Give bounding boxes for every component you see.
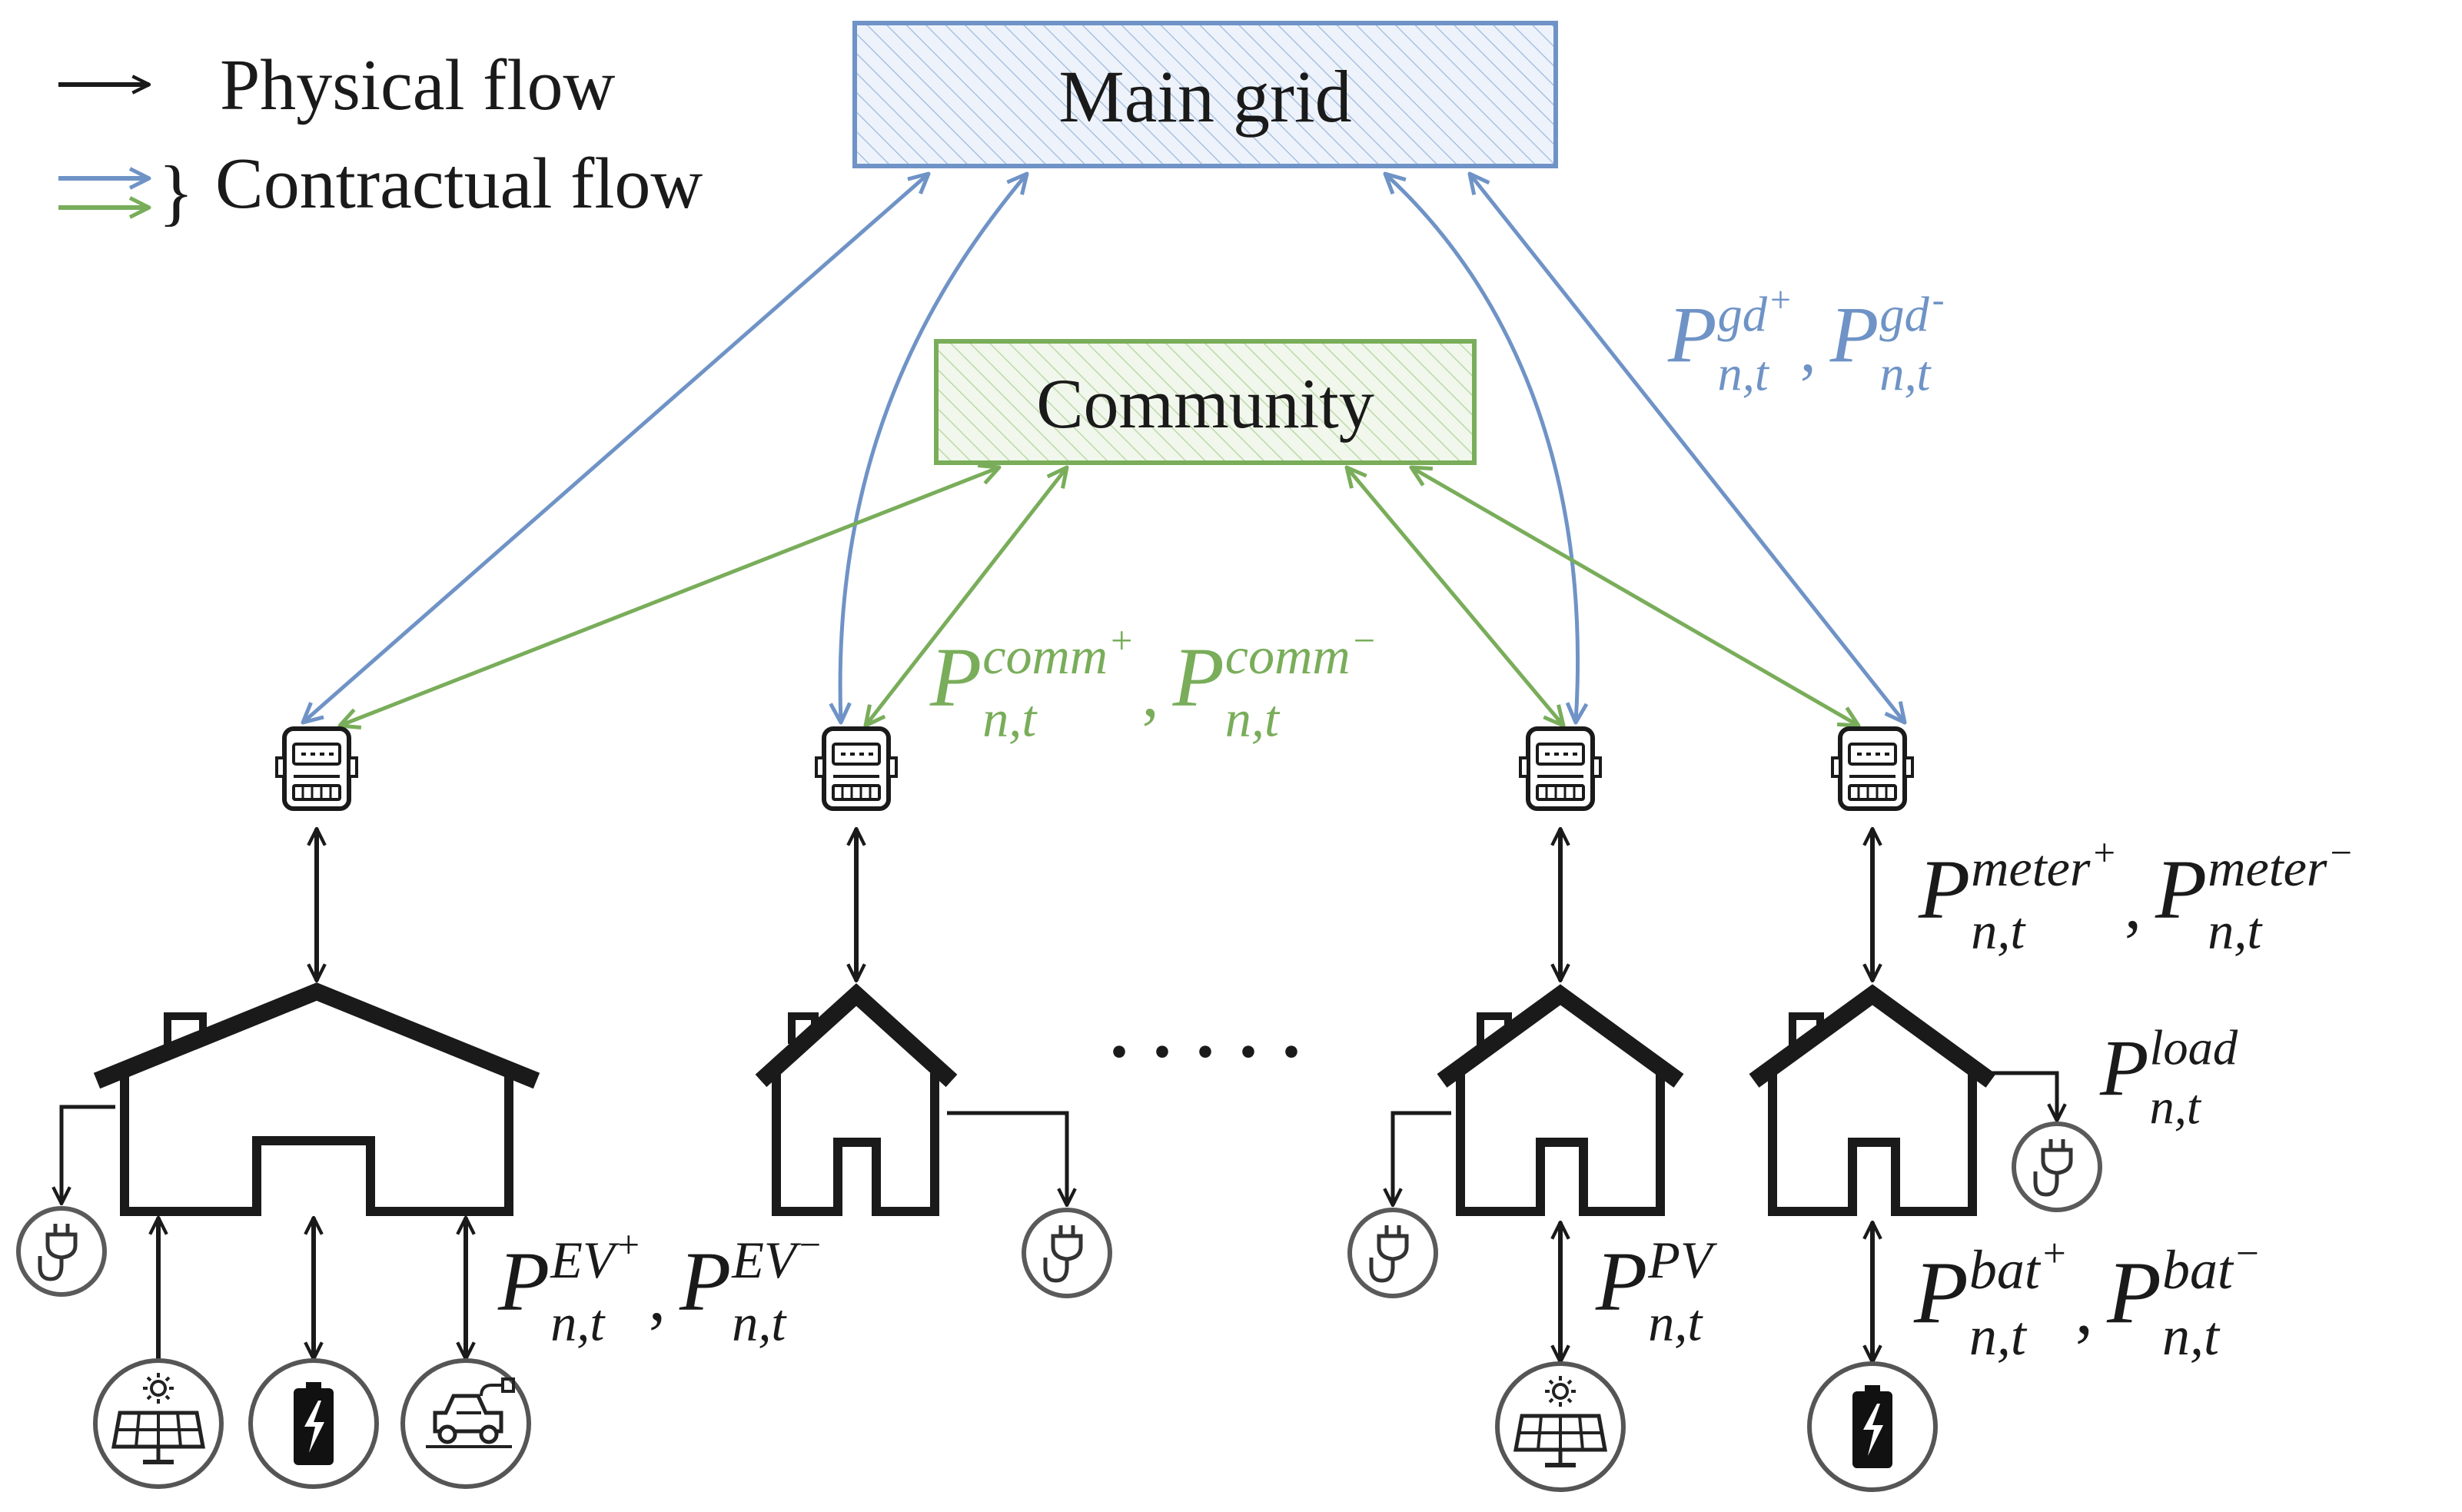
math-sign: − — [1354, 619, 1376, 662]
math-sign: + — [1770, 280, 1791, 321]
physical-flow-label: Physical flow — [220, 45, 615, 125]
device-flows — [148, 1215, 1882, 1364]
community-flow-house-1 — [337, 463, 1002, 730]
community-flow-house-4 — [1409, 465, 1861, 728]
math-separator: , — [1800, 314, 1816, 384]
electric-car-icon-house-1 — [403, 1361, 529, 1487]
math-sign: - — [1932, 280, 1945, 321]
meter-icon-house-1 — [277, 729, 357, 809]
house-4 — [1749, 984, 1996, 1216]
math-superscript: EV — [731, 1231, 802, 1289]
math-superscript: meter — [2208, 839, 2327, 897]
math-base: P — [1172, 630, 1224, 724]
math-base: P — [2155, 842, 2207, 936]
math-superscript: meter — [1971, 839, 2091, 897]
plug-icon-house-2 — [1024, 1210, 1110, 1296]
math-separator: , — [649, 1261, 666, 1335]
house-3 — [1437, 984, 1684, 1216]
math-sign: + — [2093, 831, 2115, 874]
math-separator: , — [2125, 869, 2141, 943]
math-superscript: gd — [1879, 287, 1929, 341]
more-houses-ellipsis: · · · · · — [1107, 1010, 1304, 1092]
math-superscript: gd — [1717, 287, 1767, 341]
math-sign: + — [618, 1223, 640, 1266]
plug-icon-house-4 — [2014, 1124, 2100, 1210]
math-subscript: n,t — [732, 1294, 787, 1352]
plug-icon-house-3 — [1350, 1210, 1436, 1296]
math-sign: − — [2236, 1230, 2259, 1276]
math-subscript: n,t — [1879, 346, 1932, 400]
math-subscript: n,t — [2149, 1079, 2201, 1134]
math-base: P — [679, 1235, 731, 1328]
meter-icon-house-4 — [1832, 729, 1912, 809]
math-base: P — [929, 630, 982, 724]
math-sign: + — [1111, 619, 1133, 662]
math-subscript: n,t — [1717, 346, 1769, 400]
math-superscript: PV — [1647, 1231, 1718, 1289]
meter-icon-house-2 — [816, 729, 896, 809]
math-superscript: load — [2149, 1020, 2238, 1075]
math-separator: , — [1142, 656, 1159, 731]
math-base: P — [1667, 291, 1717, 379]
math-sign: − — [2330, 831, 2352, 874]
community-label: Community — [1036, 364, 1374, 443]
math-base: P — [1829, 291, 1879, 379]
plug-icon-house-1 — [18, 1208, 105, 1294]
math-subscript: n,t — [1225, 690, 1281, 748]
math-superscript: bat — [2162, 1239, 2234, 1301]
math-superscript: comm — [1225, 626, 1351, 685]
contractual-flow-label: Contractual flow — [215, 144, 703, 224]
meter-icon-house-3 — [1520, 729, 1600, 809]
community-flow-house-3 — [1344, 465, 1566, 728]
grid-flow-house-1 — [301, 171, 931, 725]
main-grid-node: Main grid — [852, 21, 1558, 168]
meter-house-flows — [307, 826, 1882, 983]
contractual-brace: } — [158, 151, 194, 233]
math-sign: − — [799, 1223, 822, 1266]
math-superscript: comm — [982, 626, 1108, 685]
math-base: P — [1913, 1244, 1969, 1342]
main-grid-label: Main grid — [1058, 55, 1351, 138]
community-contract-flows — [337, 463, 1861, 730]
battery-icon-house-1 — [251, 1361, 377, 1487]
math-base: P — [2099, 1024, 2149, 1112]
math-superscript: bat — [1969, 1239, 2042, 1301]
math-sign: + — [2043, 1230, 2066, 1276]
math-subscript: n,t — [1969, 1305, 2028, 1367]
community-node: Community — [934, 339, 1477, 465]
math-base: P — [2106, 1244, 2161, 1342]
math-base: P — [497, 1235, 550, 1328]
legend: Physical flow } Contractual flow — [58, 45, 703, 233]
math-subscript: n,t — [2162, 1305, 2221, 1367]
math-superscript: EV — [550, 1231, 620, 1289]
math-separator: , — [2075, 1270, 2093, 1349]
load-flows — [51, 1071, 2067, 1208]
house-1 — [93, 982, 540, 1216]
math-subscript: n,t — [2208, 902, 2263, 960]
house-2 — [755, 983, 958, 1216]
solar-panel-icon-house-1 — [95, 1361, 221, 1487]
solar-panel-icon-house-3 — [1497, 1364, 1623, 1490]
battery-icon-house-4 — [1809, 1364, 1935, 1490]
math-subscript: n,t — [982, 690, 1038, 748]
math-base: P — [1918, 842, 1970, 936]
community-flow-house-2 — [863, 465, 1069, 728]
math-subscript: n,t — [1971, 902, 2026, 960]
math-base: P — [1595, 1235, 1647, 1328]
grid-flow-house-4 — [1467, 171, 1907, 725]
math-subscript: n,t — [550, 1294, 606, 1352]
math-subscript: n,t — [1648, 1294, 1703, 1352]
